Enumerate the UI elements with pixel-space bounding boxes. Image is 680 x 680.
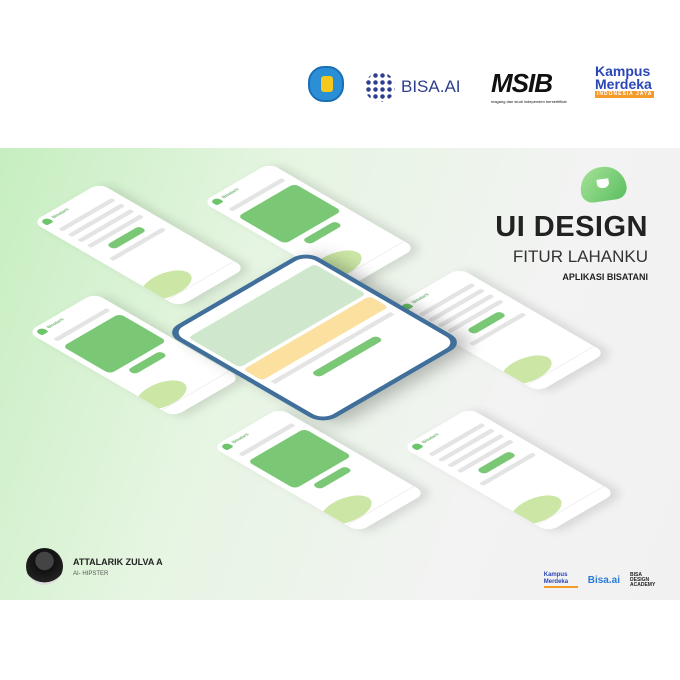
hero-subtitle: FITUR LAHANKU xyxy=(512,247,648,266)
msib-text: MSIB xyxy=(491,68,553,98)
bisatani-logo-icon xyxy=(35,327,49,336)
km-tagline: INDONESIA JAYA xyxy=(595,91,655,98)
bisatani-logo-icon xyxy=(40,217,54,226)
bisatani-logo-icon xyxy=(210,197,224,206)
footer-kampus-logo: Kampus Merdeka xyxy=(543,572,578,588)
app-name: Bisatani xyxy=(220,187,241,200)
footer-bisa-logo: Bisa.ai xyxy=(587,574,620,586)
bisatani-logo-icon xyxy=(410,442,424,451)
hero-title: UI DESIGN xyxy=(495,211,648,243)
author-name: ATTALARIK ZULVA A xyxy=(73,556,163,567)
bisa-ai-text: BISA.AI xyxy=(401,77,461,96)
hero-text: UI DESIGN FITUR LAHANKU APLIKASI BISATAN… xyxy=(495,163,648,282)
bisa-ai-logo: BISA.AI xyxy=(365,72,461,102)
author-role: AI- HIPSTER xyxy=(73,570,109,577)
author-block: ATTALARIK ZULVA A AI- HIPSTER xyxy=(26,548,163,585)
footer-academy-logo: BISA DESIGN ACADEMY xyxy=(630,571,656,588)
msib-tagline: magang dan studi independen bersertifika… xyxy=(491,99,567,104)
app-name: Bisatani xyxy=(420,432,441,445)
km-line2: Merdeka xyxy=(595,76,652,92)
avatar xyxy=(26,548,63,585)
km-line1: Kampus xyxy=(595,63,651,79)
app-name: Bisatani xyxy=(45,317,66,330)
app-name: Bisatani xyxy=(230,432,251,445)
app-name: Bisatani xyxy=(50,207,71,220)
footer-logos: Kampus Merdeka Bisa.ai BISA DESIGN ACADE… xyxy=(543,571,656,588)
app-name: Bisatani xyxy=(410,292,431,305)
hero-app-name: APLIKASI BISATANI xyxy=(562,272,648,282)
kemdikbud-logo xyxy=(308,66,344,102)
bisatani-logo-icon xyxy=(220,442,234,451)
